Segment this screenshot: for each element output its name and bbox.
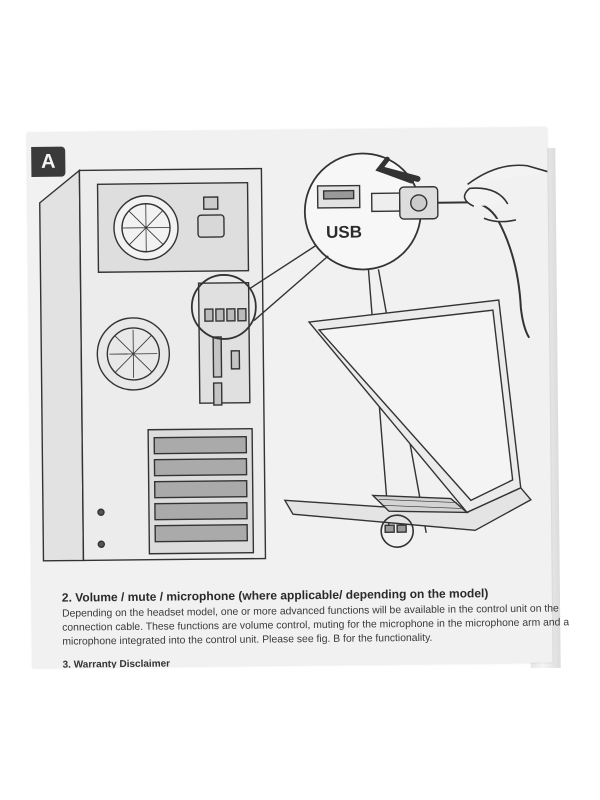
pc-tower	[39, 167, 267, 562]
manual-page: A USB 2. Volume / mute / microphone (whe…	[27, 127, 569, 669]
next-section-heading: 3. Warranty Disclaimer	[62, 658, 171, 669]
usb-callout-label: USB	[325, 222, 363, 242]
section-heading: 2. Volume / mute / microphone (where app…	[61, 586, 489, 605]
laptop-port-circle	[380, 514, 414, 548]
connection-illustration	[39, 152, 548, 562]
laptop	[283, 299, 532, 532]
port-highlight-circle	[190, 274, 257, 340]
figure-label: A	[31, 146, 66, 177]
section-paragraph: Depending on the headset model, one or m…	[62, 603, 569, 650]
